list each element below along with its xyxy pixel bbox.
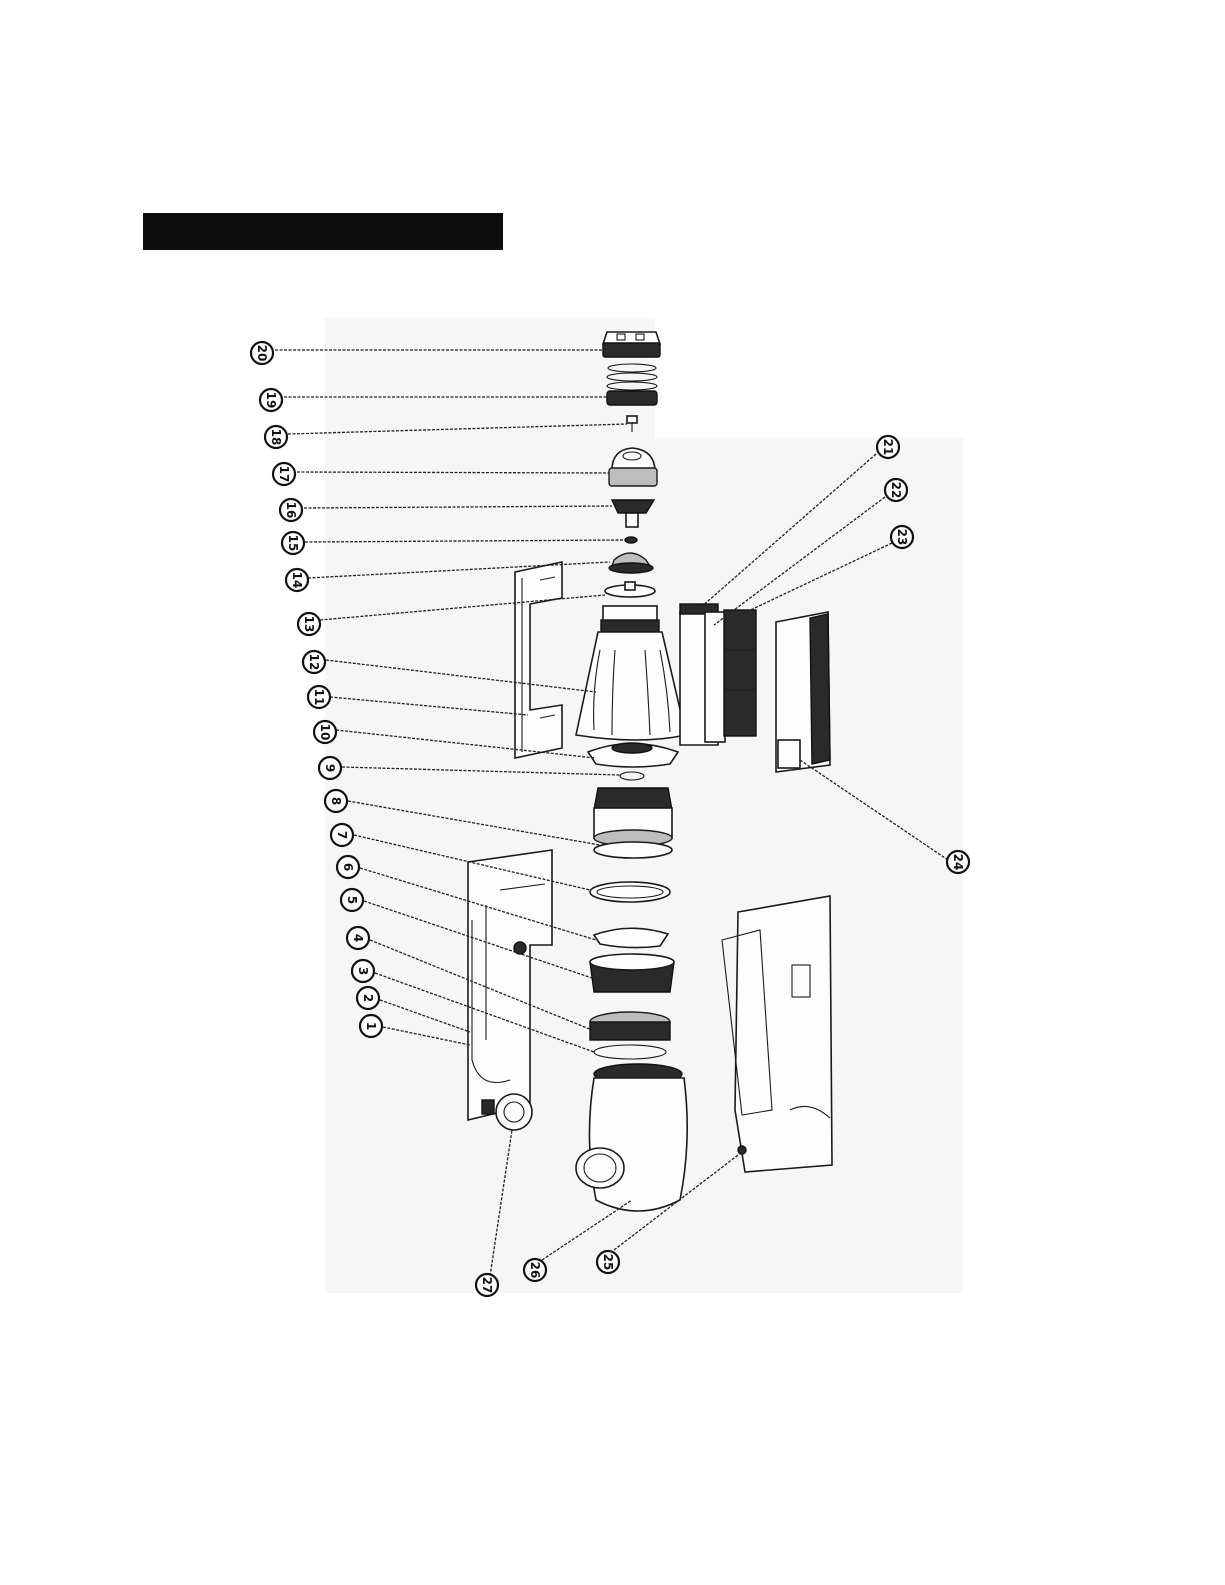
part-5-filter-ring [590,954,674,992]
callout-3: 3 [352,960,374,982]
callout-13: 13 [298,613,320,635]
svg-text:17: 17 [277,466,291,483]
svg-text:6: 6 [341,863,355,871]
svg-text:22: 22 [889,482,903,499]
svg-text:12: 12 [307,654,321,671]
callout-26: 26 [524,1259,546,1281]
svg-text:4: 4 [351,934,365,942]
callout-19: 19 [260,389,282,411]
callout-6: 6 [337,856,359,878]
svg-text:24: 24 [951,854,965,871]
part-8-motor [594,788,672,858]
callout-2: 2 [357,987,379,1009]
callout-16: 16 [280,499,302,521]
callout-14: 14 [286,569,308,591]
svg-text:10: 10 [318,724,332,741]
callout-5: 5 [341,889,363,911]
svg-text:19: 19 [264,392,278,409]
svg-text:23: 23 [895,529,909,546]
svg-text:2: 2 [361,994,375,1002]
svg-text:26: 26 [528,1262,542,1279]
part-7-gasket [590,882,670,902]
svg-text:27: 27 [480,1277,494,1294]
callout-23: 23 [891,526,913,548]
svg-text:3: 3 [356,967,370,975]
callout-9: 9 [319,757,341,779]
callout-25: 25 [597,1251,619,1273]
callout-21: 21 [877,436,899,458]
part-22-filter-media [705,612,725,742]
callout-12: 12 [303,651,325,673]
callout-11: 11 [308,686,330,708]
svg-text:1: 1 [364,1022,378,1030]
svg-text:16: 16 [284,502,298,519]
svg-text:5: 5 [345,896,359,904]
svg-text:20: 20 [255,345,269,362]
callout-17: 17 [273,463,295,485]
callout-18: 18 [265,426,287,448]
part-24-cover [776,612,830,772]
svg-text:7: 7 [335,831,349,839]
part-6-plate [594,928,668,947]
svg-text:21: 21 [881,439,895,456]
svg-text:11: 11 [312,689,326,706]
callout-24: 24 [947,851,969,873]
part-23-filter-pleats [724,610,756,736]
svg-text:9: 9 [323,764,337,772]
callout-22: 22 [885,479,907,501]
callout-27: 27 [476,1274,498,1296]
svg-text:13: 13 [302,616,316,633]
part-15-washer [625,537,637,543]
svg-text:15: 15 [286,535,300,552]
callout-10: 10 [314,721,336,743]
callout-7: 7 [331,824,353,846]
svg-text:18: 18 [269,429,283,446]
part-20-top-cap [603,332,660,357]
callout-20: 20 [251,342,273,364]
svg-text:25: 25 [601,1254,615,1271]
callout-4: 4 [347,927,369,949]
svg-text:8: 8 [329,797,343,805]
svg-text:14: 14 [290,572,304,589]
part-25-rear-housing [722,896,832,1172]
part-4-gear-ring [590,1012,670,1040]
callout-15: 15 [282,532,304,554]
callout-1: 1 [360,1015,382,1037]
callout-8: 8 [325,790,347,812]
